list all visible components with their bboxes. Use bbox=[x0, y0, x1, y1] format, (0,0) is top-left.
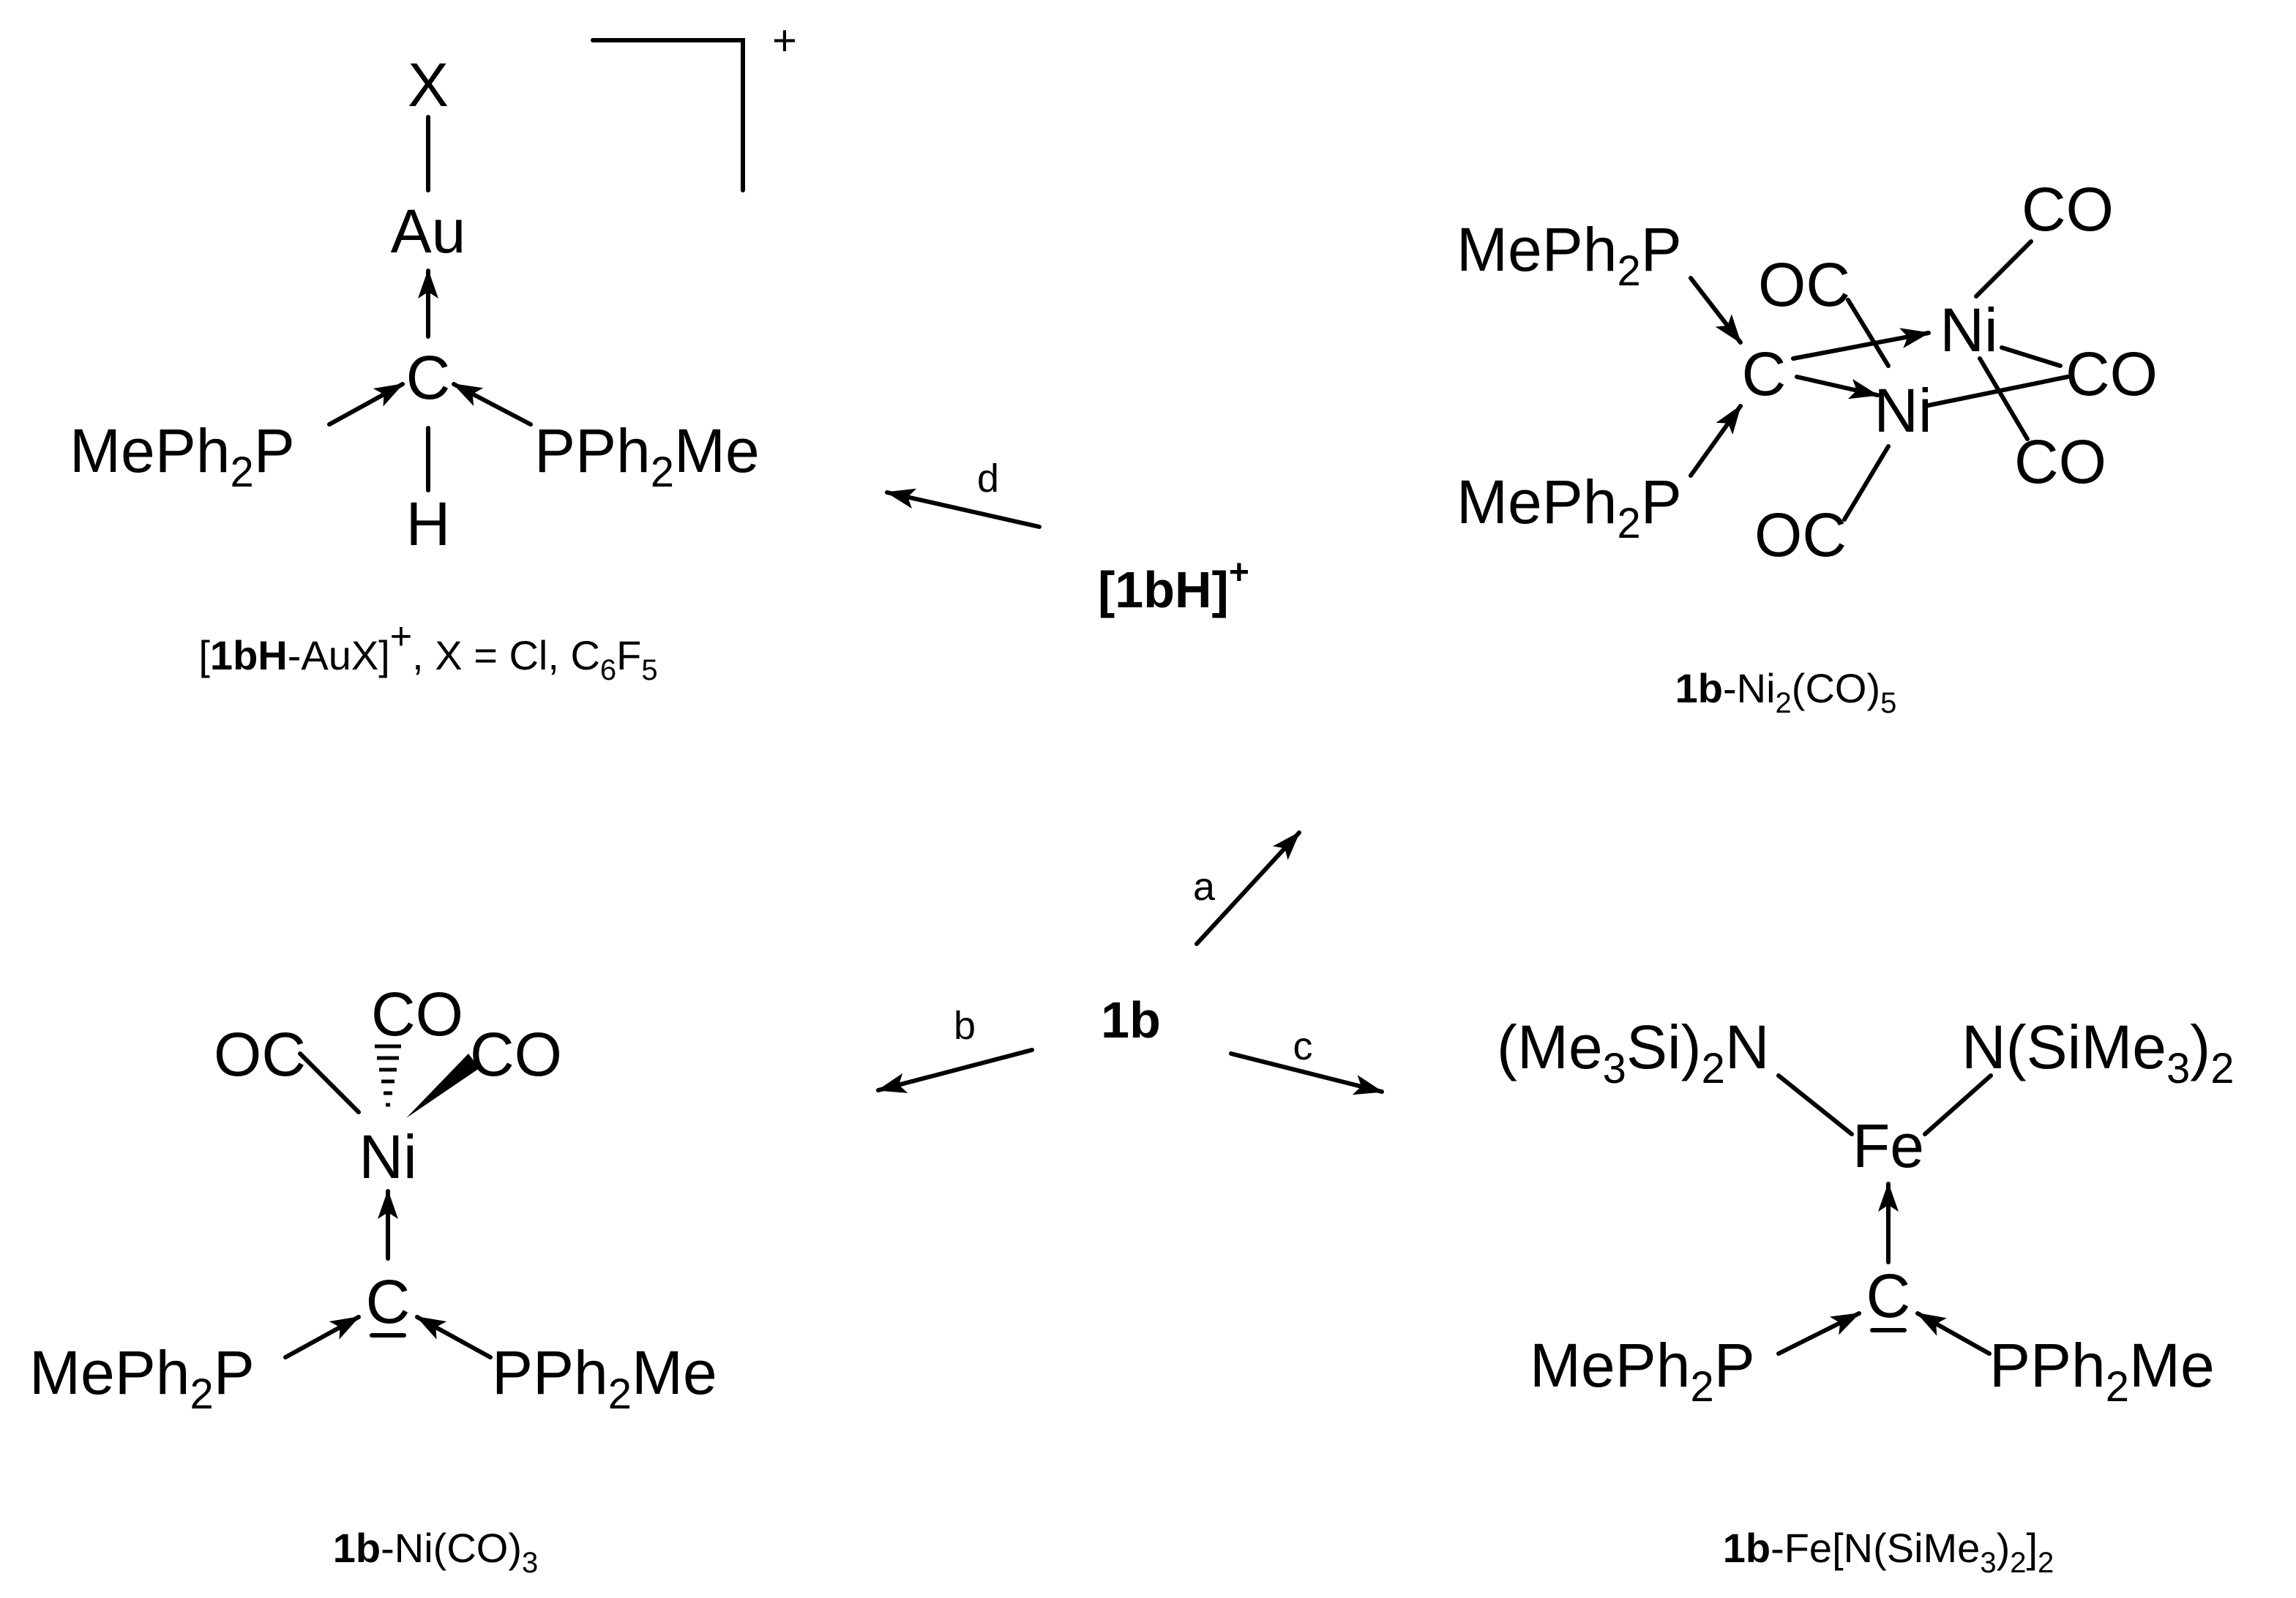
atom-c: C bbox=[406, 343, 451, 412]
arrow-b bbox=[876, 1048, 1034, 1093]
label-a: a bbox=[1193, 865, 1216, 909]
dative-bond-p-c-right bbox=[1915, 1311, 1992, 1356]
compound-1b-Ni2CO5: MePh2P MePh2P C Ni Ni CO OC CO CO OC bbox=[1456, 175, 2158, 569]
label-c: c bbox=[1293, 1024, 1313, 1068]
ligand-meph2p-top: MePh2P bbox=[1456, 215, 1682, 295]
hashed-bond-ni-co bbox=[375, 1044, 401, 1107]
label-d: d bbox=[977, 457, 999, 500]
dative-bond-c-ni-bottom bbox=[1795, 375, 1880, 400]
oc-left: OC bbox=[214, 1020, 306, 1089]
oc-upper-left: OC bbox=[1758, 250, 1850, 319]
bond-ni-oc-upper bbox=[1846, 298, 1891, 368]
dative-bond-p-c-bottom bbox=[1689, 404, 1743, 478]
cation-charge: + bbox=[772, 17, 797, 64]
caption-1b-NiCO3: 1b-Ni(CO)3 bbox=[333, 1525, 538, 1579]
bond-ni-co-lower bbox=[1978, 356, 2030, 441]
wedge-bond-ni-co bbox=[406, 1054, 479, 1118]
co-right-wedge: CO bbox=[470, 1020, 562, 1089]
compound-1b-NiCO3: CO OC CO Ni C MePh2P PPh2Me bbox=[29, 980, 717, 1418]
oc-lower-left: OC bbox=[1754, 500, 1847, 569]
atom-au: Au bbox=[391, 197, 466, 266]
compound-1b-label: 1b bbox=[1101, 991, 1161, 1049]
arrow-c bbox=[1229, 1051, 1384, 1095]
ligand-me3si2n-left: (Me3Si)2N bbox=[1497, 1013, 1770, 1092]
ligand-meph2p-left: MePh2P bbox=[29, 1338, 255, 1418]
compound-1b-FeNSiMe3: (Me3Si)2N N(SiMe3)2 Fe C MePh2P PPh2Me bbox=[1497, 1013, 2235, 1411]
bond-n-fe-right bbox=[1923, 1073, 1993, 1136]
dative-bond-p-c-top bbox=[1689, 276, 1743, 345]
ligand-meph2p-left: MePh2P bbox=[70, 416, 295, 496]
bond-ni-ni-cross bbox=[1923, 375, 2070, 408]
co-top: CO bbox=[2022, 175, 2114, 244]
dative-bond-p-c-right bbox=[415, 1315, 493, 1359]
caption-1b-FeNSiMe3: 1b-Fe[N(SiMe3)2]2 bbox=[1723, 1525, 2054, 1579]
ligand-pph2me-right: PPh2Me bbox=[492, 1338, 717, 1418]
arrow-d bbox=[885, 488, 1042, 529]
co-lower-right: CO bbox=[2014, 427, 2106, 496]
bond-ni-co-top bbox=[1974, 239, 2033, 299]
atom-ni-bottom: Ni bbox=[1874, 376, 1932, 445]
dative-bond-p-c-left bbox=[1776, 1311, 1861, 1356]
atom-ni-top: Ni bbox=[1940, 296, 1997, 364]
atom-c-ni2: C bbox=[1742, 340, 1787, 408]
arrow-a bbox=[1194, 830, 1301, 946]
atom-x: X bbox=[408, 50, 449, 119]
intermediate-1bH-cation: [1bH]+ bbox=[1098, 553, 1249, 618]
co-top-hashed: CO bbox=[371, 980, 463, 1049]
caption-1bH-AuX: [1bH-AuX]+, X = Cl, C6F5 bbox=[198, 615, 657, 686]
atom-fe: Fe bbox=[1852, 1111, 1924, 1180]
co-right: CO bbox=[2065, 340, 2158, 408]
atom-c-lone-pair: C bbox=[1866, 1261, 1911, 1330]
bond-ni-oc bbox=[298, 1051, 361, 1114]
dative-bond-p-c-left bbox=[283, 1315, 361, 1359]
bond-n-fe-left bbox=[1776, 1073, 1854, 1136]
dative-bond-c-ni-top bbox=[1791, 328, 1931, 361]
compound-1bH-AuX: X Au C H MePh2P PPh2Me + bbox=[70, 17, 797, 558]
bond-ni-co-right bbox=[2000, 345, 2063, 368]
ligand-meph2p-left: MePh2P bbox=[1530, 1331, 1755, 1411]
atom-h: H bbox=[406, 489, 451, 558]
ligand-n-sime3-2-right: N(SiMe3)2 bbox=[1962, 1013, 2235, 1092]
atom-c-lone-pair: C bbox=[366, 1267, 411, 1336]
ligand-meph2p-bottom: MePh2P bbox=[1456, 468, 1682, 547]
ligand-pph2me-right: PPh2Me bbox=[534, 416, 760, 496]
dative-bond-p-c-right bbox=[452, 382, 533, 427]
atom-ni: Ni bbox=[359, 1122, 416, 1191]
bond-ni-oc-lower bbox=[1842, 444, 1891, 522]
cation-bracket bbox=[591, 38, 745, 192]
ligand-pph2me-right: PPh2Me bbox=[1989, 1331, 2215, 1411]
label-b: b bbox=[954, 1004, 976, 1048]
caption-1b-Ni2CO5: 1b-Ni2(CO)5 bbox=[1675, 665, 1897, 719]
dative-bond-p-c-left bbox=[327, 382, 405, 427]
